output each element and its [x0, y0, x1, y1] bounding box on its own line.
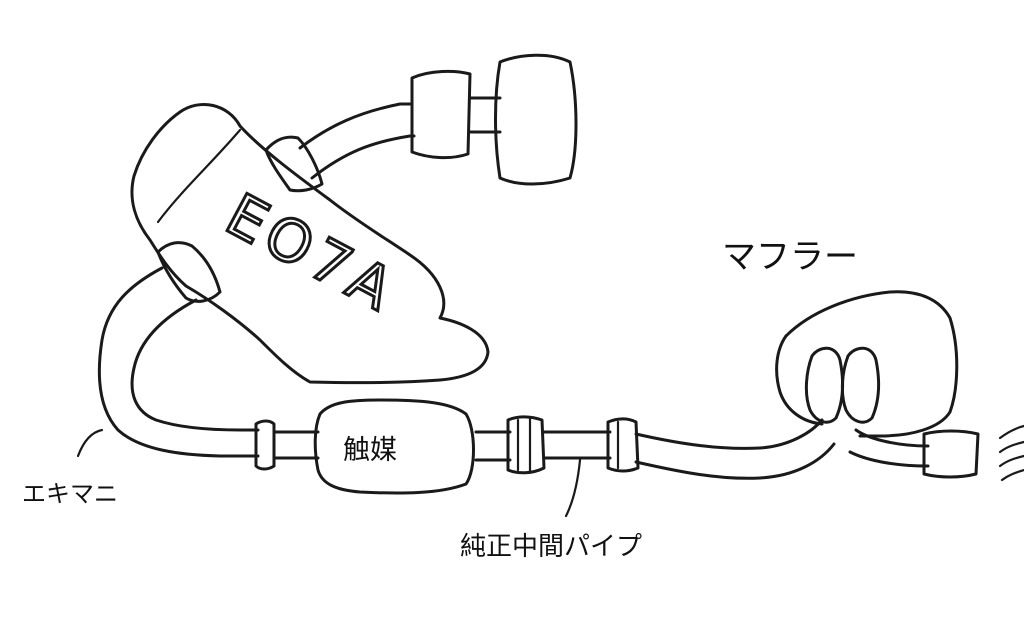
manifold-flange	[156, 241, 222, 303]
exhaust-manifold-pipe	[97, 266, 260, 458]
catalyst-label: 触媒	[343, 435, 397, 466]
mid-pipe-clamp-2	[606, 417, 640, 473]
intake-coupler	[264, 135, 324, 193]
manifold-joint	[254, 419, 320, 471]
mid-pipe	[474, 418, 836, 480]
engine-code-label: EO7A	[215, 180, 408, 326]
intake-pipe	[298, 102, 416, 180]
tail-pipe	[848, 428, 930, 468]
exhaust-flow-marks	[998, 424, 1024, 482]
air-box-connector	[410, 69, 502, 160]
manifold-label: エキマニ	[22, 480, 118, 508]
mid-pipe-label: 純正中間パイプ	[460, 532, 642, 562]
catalyst: 触媒	[313, 398, 475, 495]
mid-pipe-leader-line	[564, 458, 582, 518]
mid-pipe-clamp-1	[506, 415, 546, 475]
muffler	[775, 290, 959, 438]
muffler-label: マフラー	[722, 237, 858, 277]
tail-pipe-tip	[922, 429, 980, 479]
manifold-leader-line	[76, 428, 104, 458]
air-box	[494, 53, 578, 186]
